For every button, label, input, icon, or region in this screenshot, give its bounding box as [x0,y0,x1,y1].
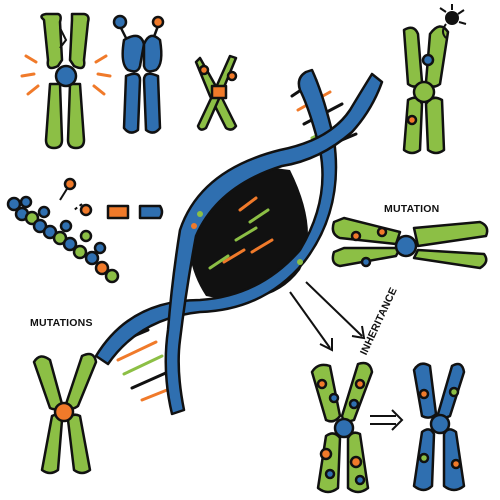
chromosome-blue-icon [112,14,165,134]
molecule-chain-icon [6,177,164,284]
dna-helix-icon [94,68,384,416]
mutation-label: MUTATION [384,203,440,215]
chromosome-small-icon [194,54,238,131]
chromosome-spotted-icon [310,361,374,494]
chromosome-damage-icon [20,12,112,150]
mutations-label: MUTATIONS [30,317,93,329]
chromosome-mutations-icon [32,352,98,475]
arrow-icon [289,281,366,352]
chromosome-horizontal-icon [331,216,489,270]
double-arrow-icon [370,409,404,431]
chromosome-inherited-icon [412,362,466,492]
chromosome-virus-icon [402,4,467,155]
